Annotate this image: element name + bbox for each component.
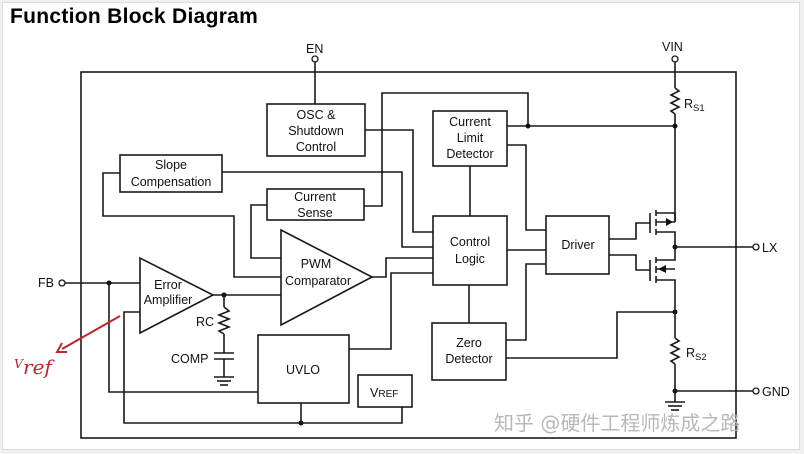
annotation-arrow	[61, 315, 121, 350]
pin-en: EN	[306, 42, 323, 104]
pwm-comparator: PWM Comparator	[280, 228, 374, 327]
svg-text:Driver: Driver	[561, 238, 594, 252]
block-zero-detector: Zero Detector	[431, 322, 507, 381]
svg-text:Amplifier: Amplifier	[144, 293, 193, 307]
mosfet-low-side	[649, 247, 676, 312]
svg-text:Slope: Slope	[155, 158, 187, 172]
gate-wire-high	[609, 222, 650, 240]
block-control-logic: Control Logic	[432, 215, 508, 286]
comp-label: COMP	[171, 352, 209, 366]
svg-text:Compensation: Compensation	[131, 175, 212, 189]
pin-vin-terminal	[671, 55, 679, 63]
svg-text:Sense: Sense	[297, 206, 332, 220]
svg-text:Current: Current	[449, 115, 491, 129]
block-slope-compensation: Slope Compensation	[119, 154, 223, 193]
svg-text:Error: Error	[154, 278, 182, 292]
pin-fb-label: FB	[38, 276, 54, 290]
resistor-rs2	[669, 337, 681, 365]
pin-vin: VIN RS1	[662, 40, 705, 222]
svg-text:Control: Control	[296, 140, 336, 154]
svg-text:OSC &: OSC &	[297, 108, 337, 122]
block-vref: VREF	[357, 374, 413, 408]
vref-annotation: Vref	[14, 315, 121, 379]
pin-vin-label: VIN	[662, 40, 683, 54]
pin-en-terminal	[311, 55, 319, 63]
svg-text:Comparator: Comparator	[285, 274, 351, 288]
svg-text:Logic: Logic	[455, 252, 485, 266]
pin-lx-terminal	[752, 243, 760, 251]
diagram-title: Function Block Diagram	[10, 5, 259, 28]
svg-text:Detector: Detector	[446, 147, 493, 161]
pin-gnd: GND	[752, 385, 790, 399]
pin-fb: FB	[38, 276, 258, 393]
ground-symbol-main	[665, 401, 685, 411]
pin-gnd-label: GND	[762, 385, 790, 399]
pin-gnd-terminal	[752, 387, 760, 395]
mosfet-high-side	[649, 210, 676, 247]
pin-fb-terminal	[58, 279, 66, 287]
svg-text:Control: Control	[450, 235, 490, 249]
pin-lx-label: LX	[762, 241, 778, 255]
watermark: 知乎 @硬件工程师炼成之路	[494, 411, 740, 435]
block-driver: Driver	[545, 215, 610, 275]
rs2-label: RS2	[686, 346, 707, 363]
rs1-label: RS1	[684, 97, 705, 114]
ic-outline	[80, 71, 737, 439]
gate-wire-low	[609, 254, 650, 271]
svg-text:Zero: Zero	[456, 336, 482, 350]
vref-annotation-label: Vref	[14, 355, 55, 379]
block-osc-shutdown: OSC & Shutdown Control	[266, 103, 366, 157]
vref-label: VREF	[370, 386, 398, 400]
block-uvlo: UVLO	[257, 334, 350, 404]
svg-text:UVLO: UVLO	[286, 363, 320, 377]
pin-en-label: EN	[306, 42, 323, 56]
resistor-rs1	[669, 87, 681, 115]
svg-text:Limit: Limit	[457, 131, 484, 145]
pin-lx: LX	[752, 241, 778, 255]
svg-text:Current: Current	[294, 190, 336, 204]
rc-label: RC	[196, 315, 214, 329]
error-amplifier: Error Amplifier	[139, 256, 215, 335]
svg-text:Detector: Detector	[445, 352, 492, 366]
block-current-sense: Current Sense	[266, 188, 365, 221]
svg-text:PWM: PWM	[301, 257, 332, 271]
block-current-limit-detector: Current Limit Detector	[432, 110, 508, 167]
resistor-rc	[216, 306, 232, 335]
svg-text:Shutdown: Shutdown	[288, 124, 344, 138]
